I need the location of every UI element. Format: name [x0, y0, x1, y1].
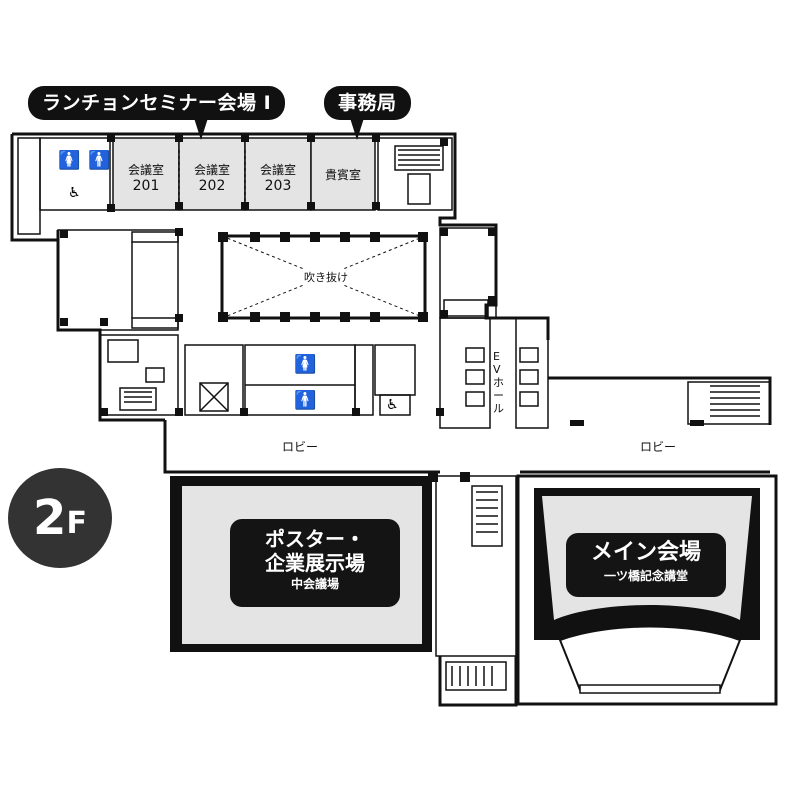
restroom-women-icon: 🚺	[58, 150, 81, 171]
restroom-women-icon: 🚺	[294, 354, 317, 375]
atrium-label: 吹き抜け	[296, 269, 356, 285]
poster-hall-area[interactable]	[170, 476, 432, 652]
ev-hall-label: EVホール	[493, 350, 504, 415]
vip-room-area[interactable]	[310, 137, 376, 211]
secretariat-callout: 事務局	[324, 86, 411, 140]
central-service-block	[435, 475, 517, 657]
lobby-right-label: ロビー	[640, 440, 677, 454]
middle-band-rooms	[57, 227, 549, 429]
elevator-group	[145, 347, 539, 407]
top-wing-details	[17, 137, 453, 235]
accessible-icon: ♿	[386, 397, 399, 413]
lobby-left-label: ロビー	[282, 440, 319, 454]
floor-number: 2	[33, 490, 67, 546]
room-203-area[interactable]	[244, 137, 312, 211]
accessible-icon: ♿	[68, 185, 81, 201]
atrium-void	[218, 232, 428, 322]
lobby-columns	[428, 420, 704, 482]
bottom-left-stairs	[438, 656, 518, 707]
callout-pointer	[194, 118, 208, 140]
structural-columns	[60, 134, 496, 416]
room-201-area[interactable]	[112, 137, 180, 211]
floor-unit: F	[66, 505, 87, 541]
main-hall-label: メイン会場 一ツ橋記念講堂	[566, 533, 726, 597]
luncheon-seminar-label: ランチョンセミナー会場 Ⅰ	[42, 92, 272, 114]
right-stairs	[687, 381, 771, 425]
room-202-area[interactable]	[178, 137, 246, 211]
restroom-men-icon: 🚹	[88, 150, 111, 171]
vip-room-label: 貴賓室	[324, 168, 361, 182]
restroom-men-icon: 🚹	[294, 390, 317, 411]
secretariat-label: 事務局	[338, 92, 397, 114]
callout-pointer	[350, 118, 364, 140]
luncheon-seminar-callout: ランチョンセミナー会場 Ⅰ	[28, 86, 286, 140]
poster-hall-label: ポスター・ 企業展示場 中会議場	[230, 519, 400, 607]
